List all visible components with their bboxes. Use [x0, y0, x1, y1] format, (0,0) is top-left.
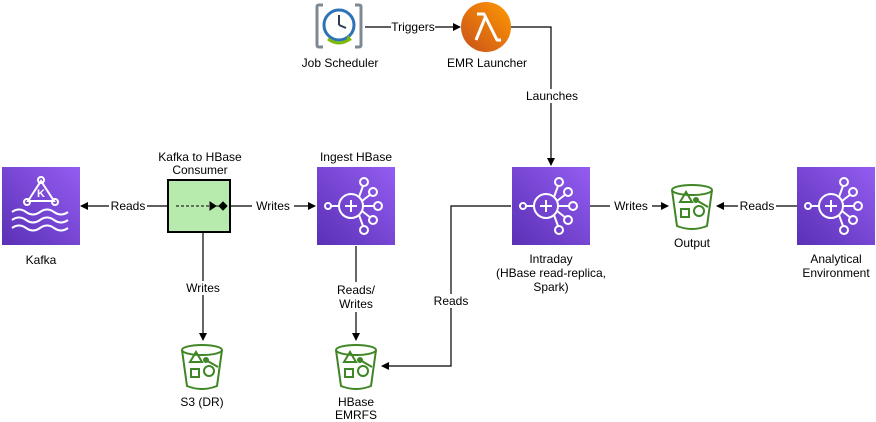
emr-cluster-icon: [316, 166, 396, 246]
edge-label-reads-writes-1: Reads/: [337, 283, 376, 297]
label-s3-dr: S3 (DR): [180, 395, 223, 409]
label-hbase-emrfs-2: EMRFS: [335, 408, 377, 422]
svg-text:K: K: [37, 188, 45, 200]
node-ingest-hbase[interactable]: Ingest HBase: [316, 150, 396, 246]
node-hbase-emrfs[interactable]: HBase EMRFS: [335, 344, 377, 422]
node-analytical-environment[interactable]: Analytical Environment: [796, 166, 876, 280]
node-output[interactable]: Output: [671, 184, 713, 250]
stream-arrow-icon: [176, 201, 228, 211]
edge-label-writes-output: Writes: [614, 199, 648, 213]
label-intraday-1: Intraday: [529, 252, 572, 266]
label-analytical-1: Analytical: [810, 252, 861, 266]
node-intraday[interactable]: Intraday (HBase read-replica, Spark): [496, 166, 606, 294]
label-consumer-2: Consumer: [172, 163, 227, 177]
node-kafka-consumer[interactable]: Kafka to HBase Consumer: [158, 150, 242, 233]
node-s3-dr[interactable]: S3 (DR): [180, 344, 224, 409]
emr-cluster-icon: [511, 166, 591, 246]
label-output: Output: [674, 236, 711, 250]
label-analytical-2: Environment: [802, 266, 870, 280]
label-consumer-1: Kafka to HBase: [158, 150, 242, 164]
s3-bucket-icon: [181, 344, 223, 390]
edge-label-triggers: Triggers: [391, 20, 435, 34]
edge-label-reads-writes-2: Writes: [339, 297, 373, 311]
s3-bucket-icon: [335, 344, 377, 390]
label-emr-launcher: EMR Launcher: [447, 56, 527, 70]
label-job-scheduler: Job Scheduler: [302, 56, 379, 70]
edge-launches: [511, 26, 555, 166]
s3-bucket-icon: [671, 184, 713, 230]
kafka-icon: K: [2, 167, 80, 245]
edge-label-reads-output: Reads: [740, 199, 775, 213]
edge-label-launches: Launches: [526, 89, 578, 103]
edge-label-reads-intraday: Reads: [434, 294, 469, 308]
label-intraday-2: (HBase read-replica,: [496, 266, 606, 280]
edge-label-writes-s3: Writes: [186, 281, 220, 295]
node-kafka[interactable]: K Kafka: [2, 167, 80, 267]
emr-cluster-icon: [796, 166, 876, 246]
lambda-icon: [461, 2, 511, 52]
clock-icon: [315, 3, 363, 49]
edge-label-writes-ingest: Writes: [256, 199, 290, 213]
label-hbase-emrfs-1: HBase: [338, 395, 374, 409]
label-kafka: Kafka: [26, 253, 57, 267]
edge-label-reads-kafka: Reads: [111, 199, 146, 213]
node-emr-launcher[interactable]: EMR Launcher: [447, 2, 527, 70]
node-job-scheduler[interactable]: Job Scheduler: [302, 3, 379, 70]
edge-reads-intraday: [381, 205, 511, 370]
label-intraday-3: Spark): [533, 280, 568, 294]
label-ingest-hbase: Ingest HBase: [320, 150, 392, 164]
